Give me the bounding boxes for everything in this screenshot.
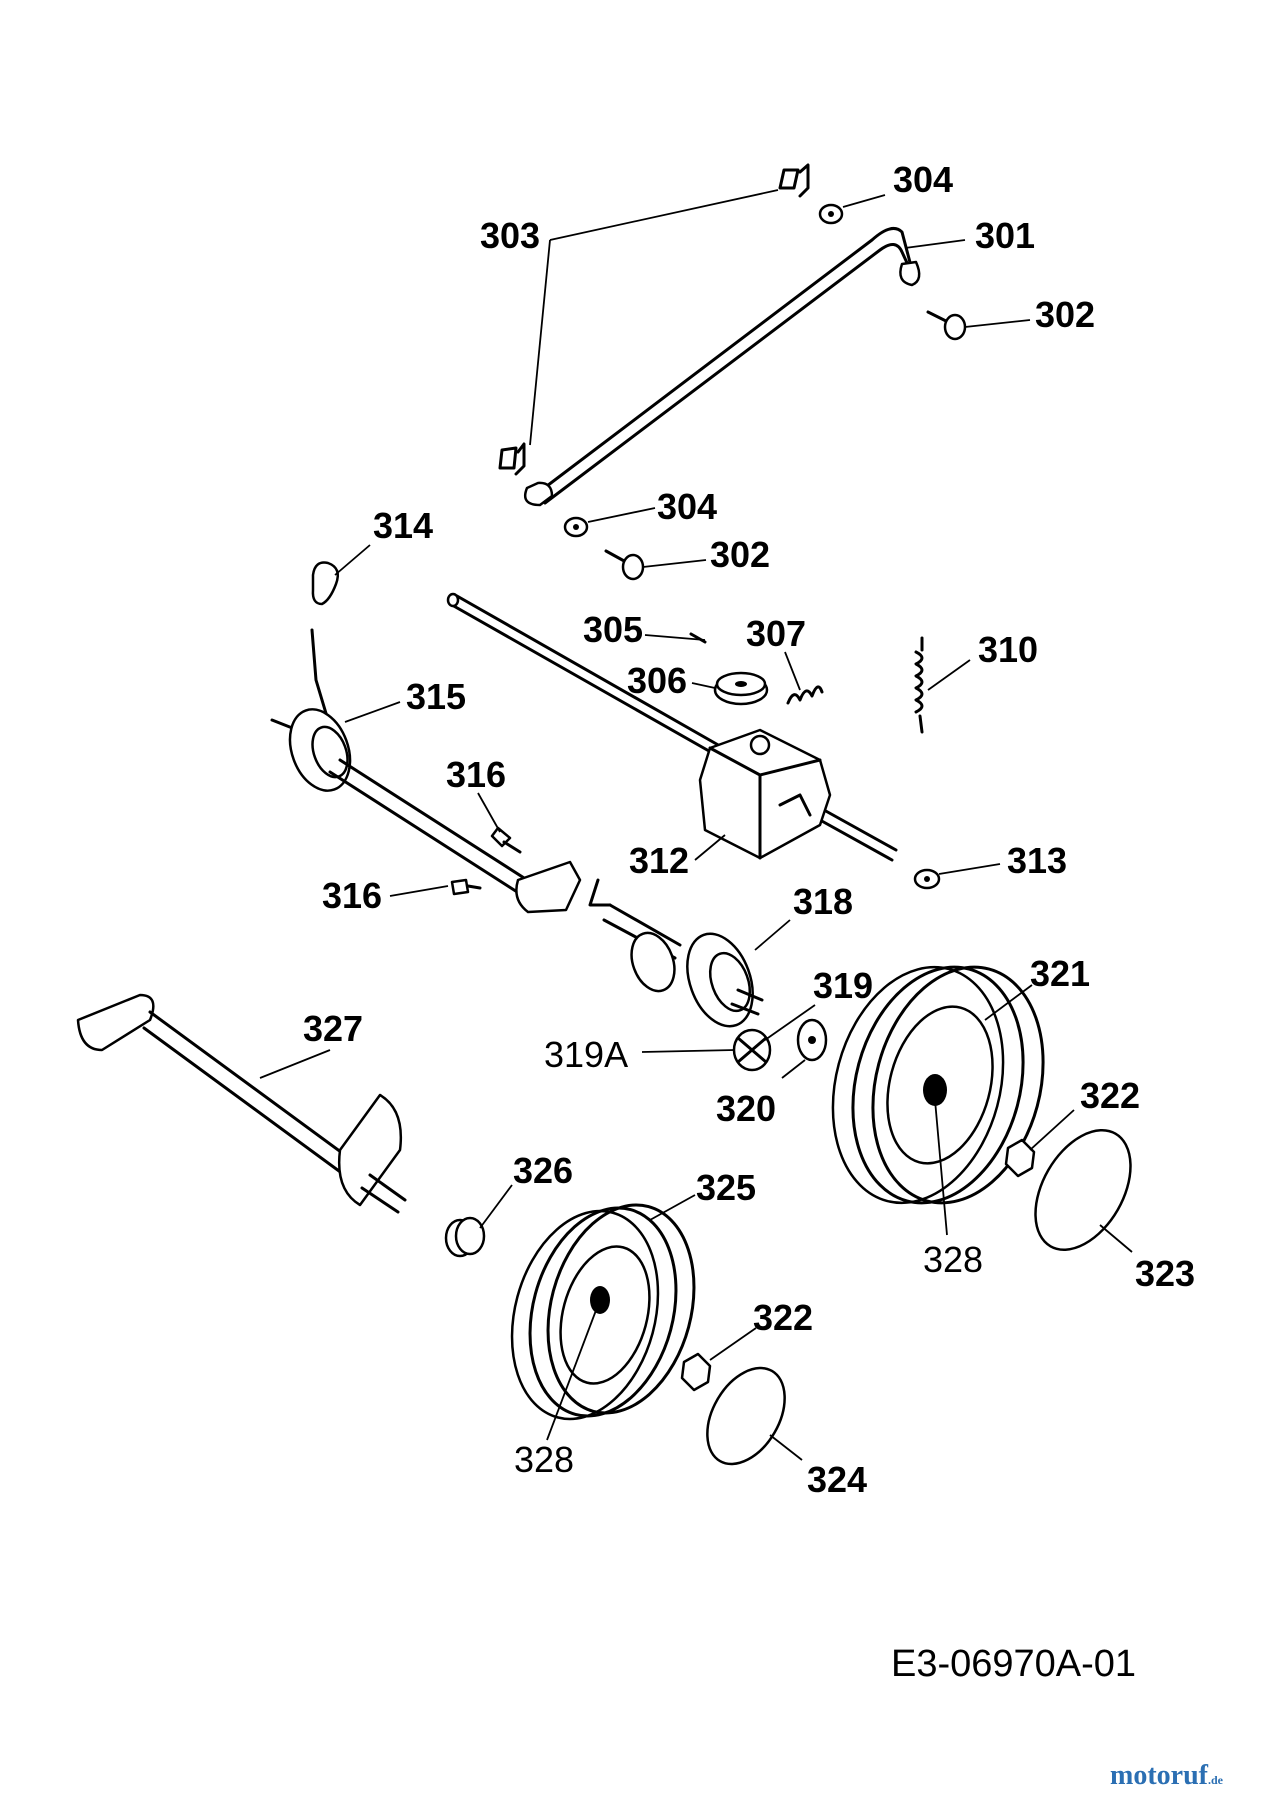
- label-307: 307: [746, 613, 807, 654]
- motoruf-watermark[interactable]: motoruf.de: [1110, 1762, 1223, 1790]
- label-323: 323: [1135, 1253, 1196, 1294]
- part-322-nut-lower: [680, 1352, 712, 1392]
- part-307-spring: [786, 685, 824, 705]
- label-314: 314: [373, 505, 434, 546]
- part-322-nut-upper: [1004, 1138, 1036, 1178]
- part-302-pin-top: [926, 310, 967, 341]
- watermark-text: motoruf: [1110, 1760, 1208, 1791]
- label-326: 326: [513, 1150, 574, 1191]
- label-310: 310: [978, 629, 1039, 670]
- label-304-top: 304: [893, 159, 954, 200]
- part-326-bushing: [444, 1216, 486, 1258]
- label-324: 324: [807, 1459, 868, 1500]
- part-302-pin-bottom: [604, 549, 645, 581]
- part-bracket-plate: [515, 860, 582, 914]
- part-321-wheel: [831, 965, 1045, 1205]
- label-304-bottom: 304: [657, 486, 718, 527]
- label-316-upper: 316: [446, 754, 507, 795]
- drawing-code: E3-06970A-01: [891, 1643, 1137, 1685]
- part-303-clips: [498, 163, 810, 476]
- label-301: 301: [975, 215, 1036, 256]
- part-323-hubcap: [1034, 1129, 1132, 1251]
- part-305-pin: [689, 632, 707, 644]
- label-322-lower: 322: [753, 1297, 814, 1338]
- label-321: 321: [1030, 953, 1091, 994]
- label-302-bottom: 302: [710, 534, 771, 575]
- part-318-axle-assembly: [588, 878, 764, 1028]
- label-303: 303: [480, 215, 541, 256]
- label-315: 315: [406, 676, 467, 717]
- leader-lines: [259, 194, 1133, 1461]
- label-327: 327: [303, 1008, 364, 1049]
- part-314-knob: [310, 561, 339, 722]
- part-312-gearbox: [698, 728, 832, 860]
- label-325: 325: [696, 1167, 757, 1208]
- label-312: 312: [629, 840, 690, 881]
- part-316-screws: [450, 826, 522, 896]
- label-322-upper: 322: [1080, 1075, 1141, 1116]
- label-302-top: 302: [1035, 294, 1096, 335]
- label-319: 319: [813, 965, 874, 1006]
- part-327-rear-axle: [76, 993, 407, 1214]
- label-306: 306: [627, 660, 688, 701]
- label-313: 313: [1007, 840, 1068, 881]
- label-305: 305: [583, 609, 644, 650]
- part-shaft: [446, 592, 898, 862]
- label-319a: 319A: [544, 1034, 629, 1075]
- label-328-right: 328: [923, 1239, 984, 1280]
- part-310-spring: [914, 636, 924, 734]
- label-320: 320: [716, 1088, 777, 1129]
- label-316-lower: 316: [322, 875, 383, 916]
- part-301-bar: [523, 226, 921, 507]
- part-324-hubcap: [706, 1366, 786, 1466]
- part-319-gear: [732, 1028, 772, 1072]
- part-315-axle: [270, 708, 537, 899]
- label-318: 318: [793, 881, 854, 922]
- part-325-wheel: [510, 1203, 696, 1421]
- part-306-pulley: [713, 671, 769, 706]
- watermark-suffix: .de: [1207, 1773, 1223, 1787]
- label-328-left: 328: [514, 1439, 575, 1480]
